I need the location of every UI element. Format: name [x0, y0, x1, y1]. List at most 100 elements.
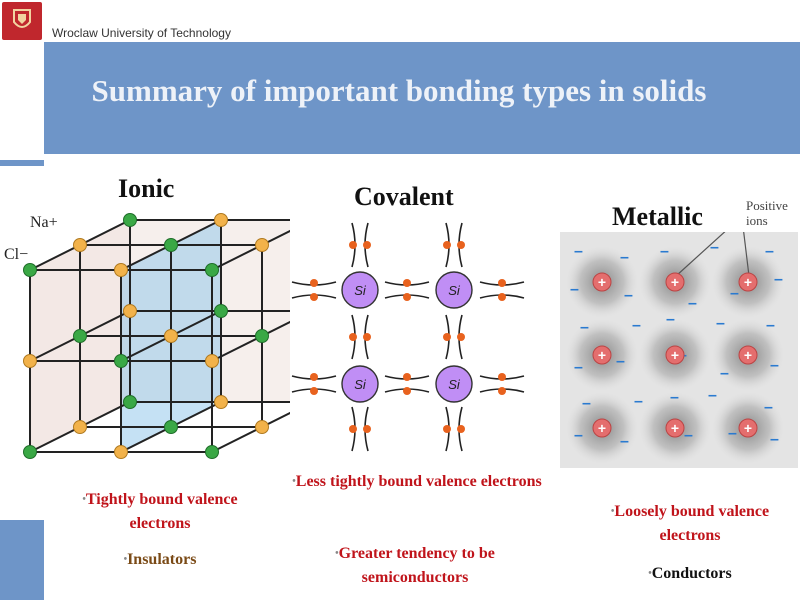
- free-electron: –: [632, 317, 641, 334]
- valence-electron: [363, 241, 371, 249]
- free-electron: –: [624, 287, 633, 304]
- covalent-bullet-1: •Less tightly bound valence electrons: [292, 473, 542, 490]
- na-ion: [114, 263, 128, 277]
- metallic-electron-sea: ––––––––––––––––––––––––––––––+++++++++: [560, 232, 798, 468]
- metallic-title: Metallic: [612, 202, 703, 231]
- title-banner: [44, 42, 800, 154]
- free-electron: –: [708, 387, 717, 404]
- na-ion: [164, 329, 178, 343]
- annotation-arrow: [743, 232, 750, 277]
- free-electron: –: [720, 365, 729, 382]
- free-electron: –: [764, 399, 773, 416]
- free-electron: –: [634, 393, 643, 410]
- valence-electron: [443, 425, 451, 433]
- positive-ion: [592, 345, 612, 365]
- cl-ion: [205, 445, 219, 459]
- university-logo: [2, 2, 42, 40]
- valence-electron: [443, 241, 451, 249]
- valence-electron: [403, 387, 411, 395]
- na-ion: [214, 213, 228, 227]
- ionic-title: Ionic: [118, 174, 175, 203]
- free-electron: –: [770, 431, 779, 448]
- valence-electron: [403, 279, 411, 287]
- valence-electron: [310, 387, 318, 395]
- left-accent-bar: [0, 48, 44, 166]
- cl-ion: [23, 263, 37, 277]
- free-electron: –: [716, 315, 725, 332]
- valence-electron: [498, 387, 506, 395]
- positive-ion: [665, 418, 685, 438]
- si-atom: [435, 365, 473, 403]
- free-electron: –: [688, 295, 697, 312]
- metallic-bullet-1: •Loosely bound valence electrons: [610, 503, 770, 544]
- si-atom: [341, 365, 379, 403]
- free-electron: –: [620, 249, 629, 266]
- cl-ion: [123, 213, 137, 227]
- positive-ion: [738, 418, 758, 438]
- valence-electron: [443, 333, 451, 341]
- valence-electron: [498, 373, 506, 381]
- valence-electron: [457, 241, 465, 249]
- free-electron: –: [574, 427, 583, 444]
- positive-ion-sign: +: [744, 347, 752, 363]
- si-atom-label: Si: [354, 377, 367, 392]
- si-atom-label: Si: [448, 377, 461, 392]
- positive-ion-sign: +: [598, 347, 606, 363]
- free-electron: –: [574, 359, 583, 376]
- ionic-bullet-2: •Insulators: [123, 551, 197, 568]
- na-ion: [255, 238, 269, 252]
- metallic-bullet-2: •Conductors: [648, 565, 732, 582]
- cl-ion: [214, 304, 228, 318]
- cl-ion: [255, 329, 269, 343]
- na-ion: [73, 420, 87, 434]
- valence-electron: [349, 425, 357, 433]
- cl-ion: [23, 445, 37, 459]
- positive-ion: [592, 418, 612, 438]
- valence-electron: [310, 373, 318, 381]
- covalent-title: Covalent: [354, 182, 454, 211]
- free-electron: –: [728, 425, 737, 442]
- annotation-arrow: [675, 232, 726, 277]
- positive-ion-sign: +: [598, 274, 606, 290]
- na-ion: [123, 304, 137, 318]
- valence-electron: [457, 333, 465, 341]
- si-atom-label: Si: [448, 283, 461, 298]
- cl-ion: [164, 420, 178, 434]
- free-electron: –: [620, 433, 629, 450]
- free-electron: –: [710, 239, 719, 256]
- cl-ion: [73, 329, 87, 343]
- valence-electron: [498, 293, 506, 301]
- cl-ion: [164, 238, 178, 252]
- na-label: Na+: [30, 214, 58, 231]
- university-name: Wroclaw University of Technology: [52, 26, 231, 40]
- free-electron: –: [684, 427, 693, 444]
- na-ion: [214, 395, 228, 409]
- positive-ion: [592, 272, 612, 292]
- valence-electron: [363, 425, 371, 433]
- positive-ion: [738, 272, 758, 292]
- positive-ion-sign: +: [671, 274, 679, 290]
- ionic-crystal-lattice: [23, 213, 290, 459]
- left-accent-bar-bottom: [0, 520, 44, 600]
- free-electron: –: [774, 271, 783, 288]
- na-ion: [255, 420, 269, 434]
- covalent-bullet-2: •Greater tendency to be semiconductors: [335, 545, 495, 586]
- free-electron: –: [666, 311, 675, 328]
- na-ion: [23, 354, 37, 368]
- positive-ion-sign: +: [671, 420, 679, 436]
- free-electron: –: [570, 281, 579, 298]
- free-electron: –: [770, 357, 779, 374]
- na-ion: [114, 445, 128, 459]
- positive-ion: [738, 345, 758, 365]
- positive-ion: [665, 345, 685, 365]
- free-electron: –: [616, 353, 625, 370]
- valence-electron: [457, 425, 465, 433]
- si-atom: [435, 271, 473, 309]
- free-electron: –: [730, 285, 739, 302]
- positive-ion: [665, 272, 685, 292]
- valence-electron: [349, 241, 357, 249]
- si-atom: [341, 271, 379, 309]
- cl-ion: [114, 354, 128, 368]
- cl-ion: [205, 263, 219, 277]
